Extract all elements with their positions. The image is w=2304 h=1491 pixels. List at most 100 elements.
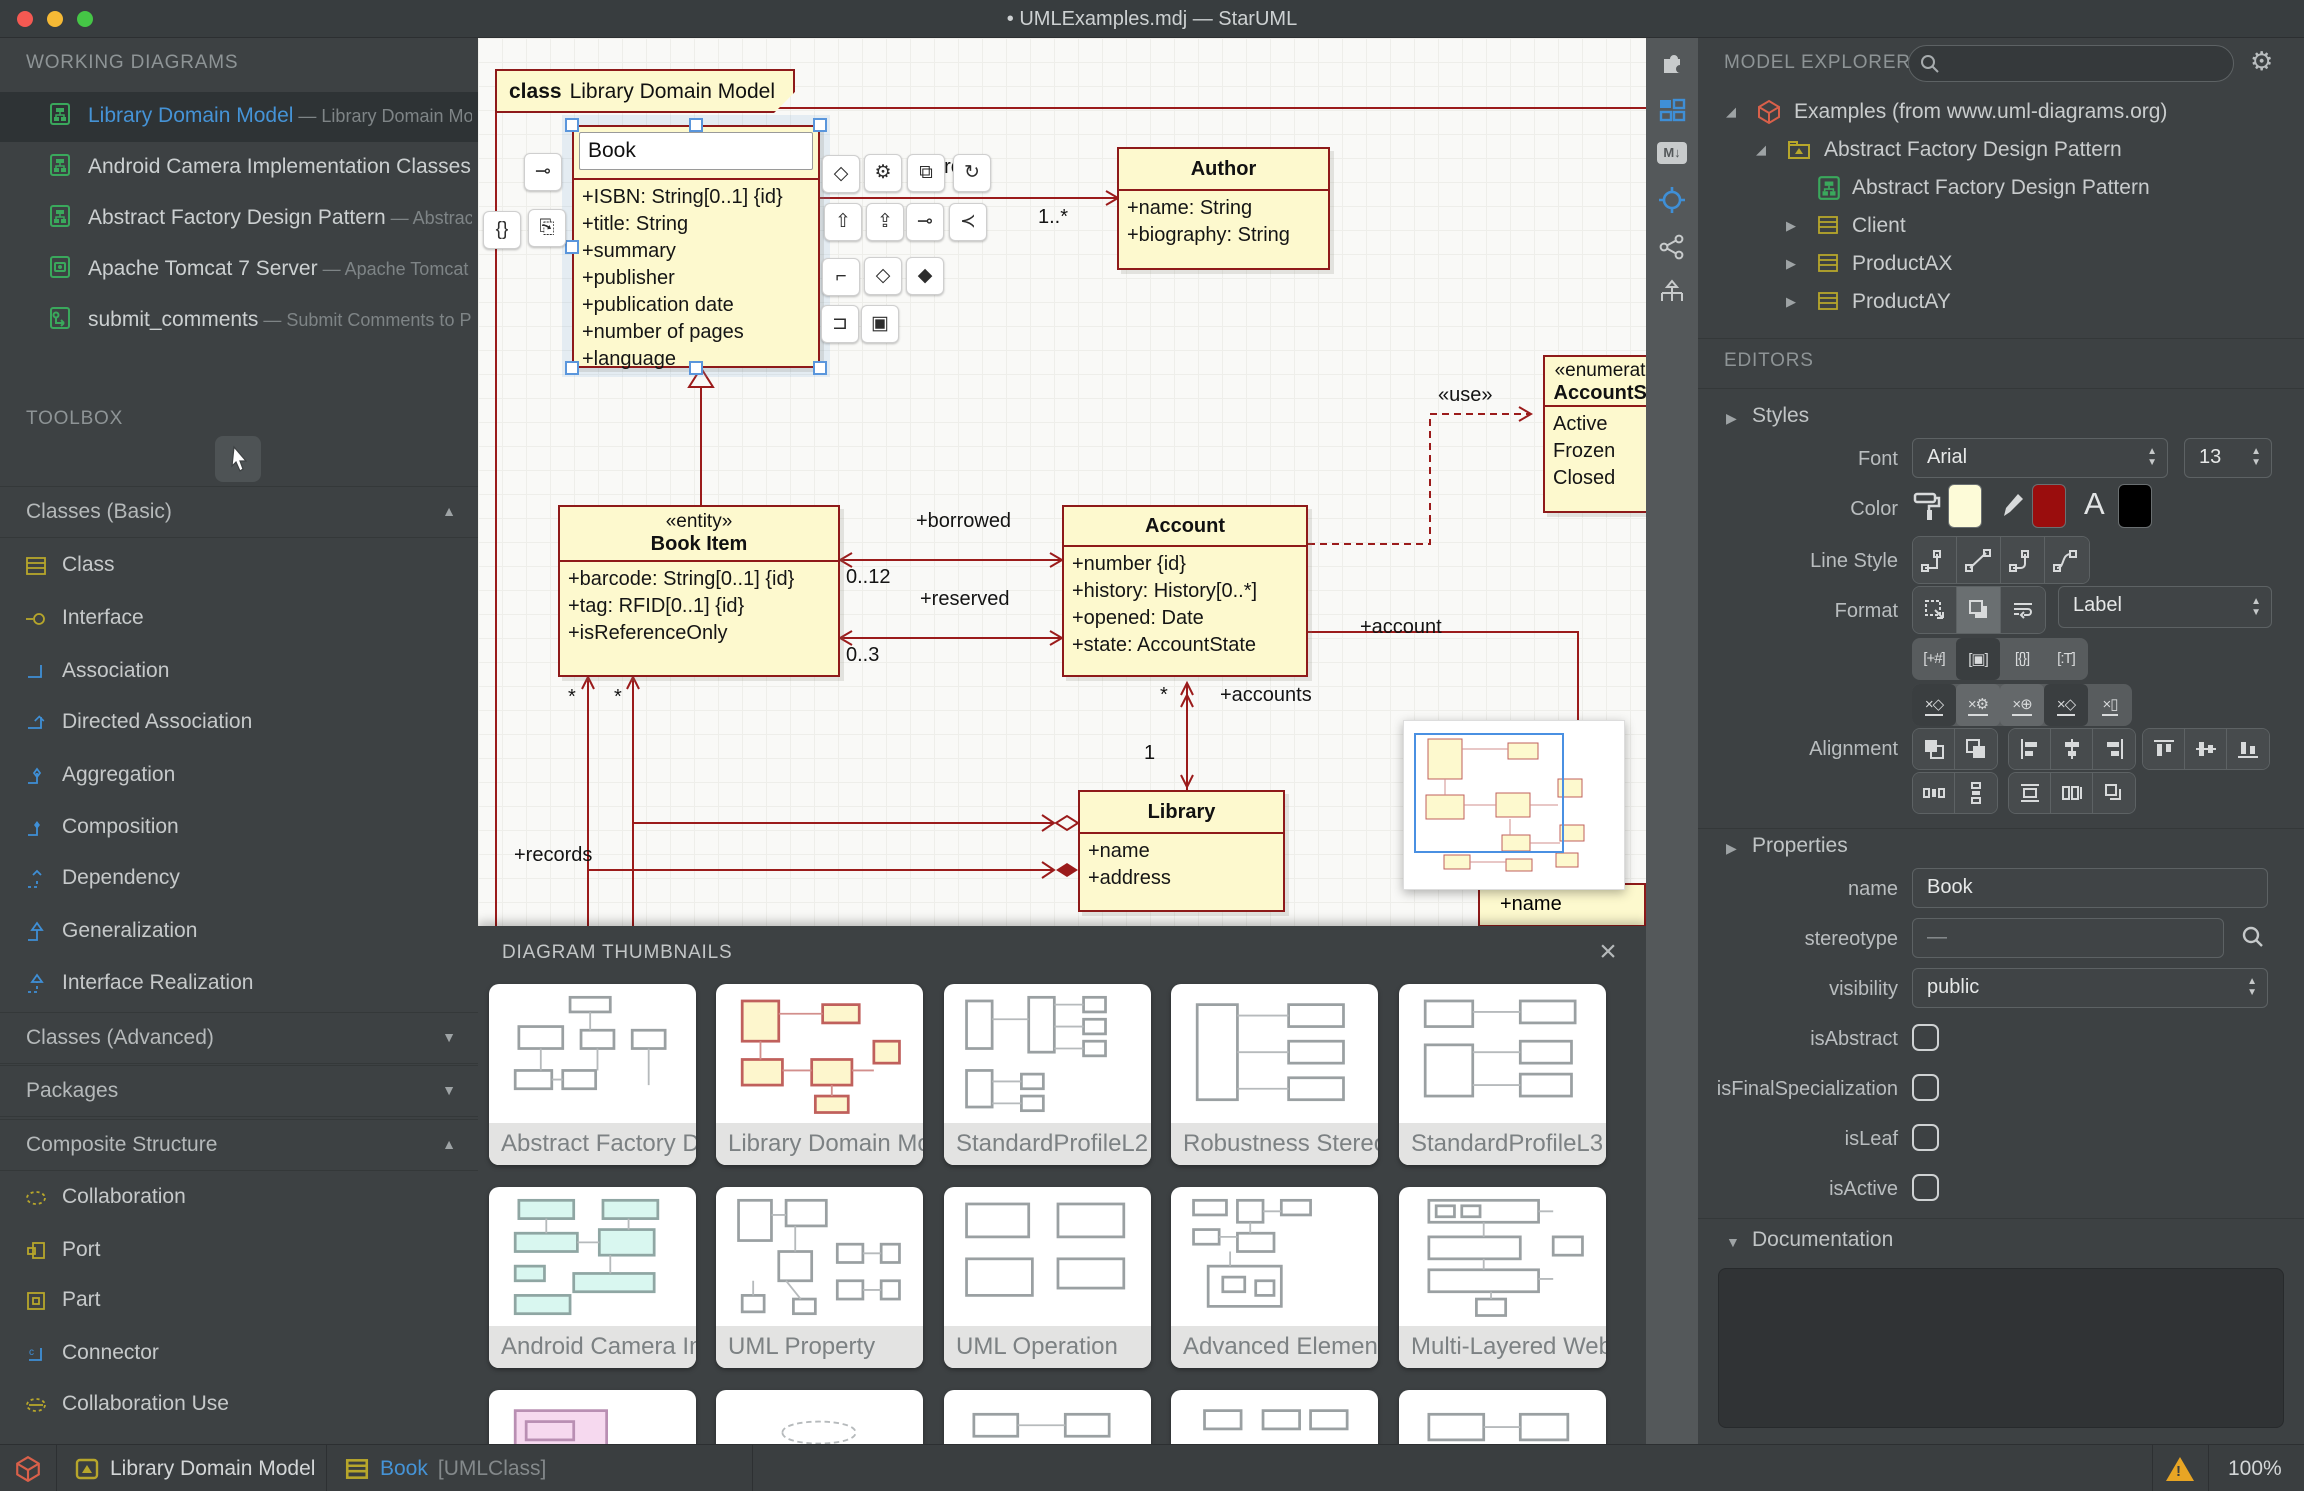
quick-socket-button[interactable]: ≺ — [949, 203, 987, 241]
format-word-wrap-button[interactable] — [2001, 587, 2045, 633]
working-diagram-abstract-factory[interactable]: Abstract Factory Design Pattern — Abstra… — [0, 194, 478, 244]
tree-item-abstract-factory-package[interactable]: ◢ Abstract Factory Design Pattern — [1698, 132, 2304, 170]
class-library[interactable]: Library +name +address — [1078, 790, 1285, 912]
line-color-swatch[interactable] — [2032, 484, 2066, 528]
send-to-back-button[interactable] — [1913, 729, 1955, 769]
tree-item-client[interactable]: ▶ Client — [1698, 208, 2304, 246]
format-autoresize-button[interactable] — [1913, 587, 1957, 633]
markdown-icon[interactable]: M↓ — [1646, 131, 1698, 175]
align-top-button[interactable] — [2143, 729, 2185, 769]
association-label-records[interactable]: +records — [514, 844, 592, 867]
class-book-item[interactable]: «entity» Book Item +barcode: String[0..1… — [558, 505, 840, 677]
documentation-expander-icon[interactable]: ▼ — [1726, 1234, 1740, 1250]
tool-association[interactable]: Association — [0, 646, 478, 698]
status-tab-diagram[interactable]: Library Domain Model — [74, 1445, 315, 1491]
line-style-direct-button[interactable] — [1957, 537, 2001, 583]
show-visibility-button[interactable]: [+#] — [1912, 638, 1956, 680]
tool-directed-association[interactable]: Directed Association — [0, 697, 478, 749]
quick-composition-button[interactable]: ◆ — [906, 257, 944, 295]
gear-icon[interactable]: ⚙ — [2250, 46, 2273, 77]
quick-add-interface-button[interactable]: ⊸ — [524, 153, 562, 191]
model-explorer-search-input[interactable] — [1908, 45, 2234, 82]
tool-connector[interactable]: c Connector — [0, 1328, 478, 1380]
quick-interface-button[interactable]: ⊸ — [906, 203, 944, 241]
font-color-swatch[interactable] — [2118, 484, 2152, 528]
extensions-icon[interactable] — [1646, 41, 1698, 85]
resize-handle[interactable] — [565, 361, 579, 375]
hierarchy-icon[interactable] — [1646, 270, 1698, 314]
bring-to-front-button[interactable] — [1955, 729, 1997, 769]
quick-generalization-button[interactable]: ⇧ — [824, 203, 862, 241]
validation-warning-icon[interactable]: ! — [2166, 1445, 2194, 1491]
same-height-button[interactable] — [2009, 773, 2051, 813]
tool-composition[interactable]: Composition — [0, 802, 478, 854]
toolbox-section-packages[interactable]: Packages ▼ — [0, 1065, 478, 1117]
minimap[interactable] — [1403, 720, 1625, 890]
toolbox-section-composite-structure[interactable]: Composite Structure ▲ — [0, 1119, 478, 1171]
minimap-viewport[interactable] — [1414, 733, 1564, 853]
quick-add-constraint-button[interactable]: {} — [483, 211, 521, 249]
fill-color-swatch[interactable] — [1948, 484, 1982, 528]
multiplicity-wrote[interactable]: 1..* — [1038, 206, 1068, 229]
thumbnail-library-domain-model[interactable]: Library Domain Model — [716, 984, 923, 1165]
project-status-icon[interactable] — [14, 1445, 42, 1491]
association-label-accounts[interactable]: +accounts — [1220, 684, 1312, 707]
class-account[interactable]: Account +number {id} +history: History[0… — [1062, 505, 1308, 677]
suppress-attributes-button[interactable]: ×◇ — [1912, 684, 1956, 726]
multiplicity-star[interactable]: * — [568, 686, 576, 709]
quick-directed-button[interactable]: ⊐ — [821, 305, 859, 343]
tree-expanded-icon[interactable]: ◢ — [1756, 142, 1766, 158]
toolbox-section-classes-advanced[interactable]: Classes (Advanced) ▼ — [0, 1012, 478, 1064]
thumbnail-standardprofilel3[interactable]: StandardProfileL3 — [1399, 984, 1606, 1165]
tool-interface[interactable]: Interface — [0, 593, 478, 645]
resize-handle[interactable] — [813, 361, 827, 375]
tree-expanded-icon[interactable]: ◢ — [1726, 104, 1736, 120]
isactive-checkbox[interactable] — [1912, 1174, 1939, 1201]
show-type-button[interactable]: [:T] — [2044, 638, 2088, 680]
multiplicity-borrowed[interactable]: 0..12 — [846, 566, 890, 589]
tree-item-productay[interactable]: ▶ ProductAY — [1698, 284, 2304, 322]
documentation-textarea[interactable] — [1718, 1268, 2284, 1428]
show-namespace-button[interactable]: [▣] — [1956, 638, 2000, 680]
thumbnail-partial-1[interactable] — [489, 1390, 696, 1444]
same-width-button[interactable] — [2051, 773, 2093, 813]
quick-add-note-button[interactable]: ⎘ — [528, 209, 566, 247]
dependency-label-use[interactable]: «use» — [1438, 384, 1493, 407]
suppress-operations-button[interactable]: ×⚙ — [1956, 684, 2000, 726]
suppress-literals-button[interactable]: ×◇ — [2044, 684, 2088, 726]
thumbnail-standardprofilel2[interactable]: StandardProfileL2 — [944, 984, 1151, 1165]
thumbnail-advanced-elements[interactable]: Advanced Elements — [1171, 1187, 1378, 1368]
thumbnail-uml-property[interactable]: UML Property — [716, 1187, 923, 1368]
same-size-button[interactable] — [2093, 773, 2135, 813]
resize-handle[interactable] — [813, 118, 827, 132]
format-show-shadow-button[interactable] — [1957, 587, 2001, 633]
thumbnail-abstract-factory[interactable]: Abstract Factory Desig — [489, 984, 696, 1165]
association-label-borrowed[interactable]: +borrowed — [916, 510, 1011, 533]
thumbnail-android-camera[interactable]: Android Camera Impler — [489, 1187, 696, 1368]
tree-collapsed-icon[interactable]: ▶ — [1786, 256, 1796, 272]
close-icon[interactable]: × — [1590, 934, 1626, 970]
resize-handle[interactable] — [565, 118, 579, 132]
font-family-select[interactable]: Arial ▲▼ — [1912, 438, 2168, 478]
align-middle-button[interactable] — [2185, 729, 2227, 769]
suppress-receptions-button[interactable]: ×⊕ — [2000, 684, 2044, 726]
stereotype-search-icon[interactable] — [2240, 924, 2266, 955]
thumbnail-partial-5[interactable] — [1399, 1390, 1606, 1444]
show-property-button[interactable]: [{}] — [2000, 638, 2044, 680]
line-style-curve-button[interactable] — [2045, 537, 2089, 583]
tree-item-abstract-factory-diagram[interactable]: Abstract Factory Design Pattern — [1698, 170, 2304, 208]
tool-interface-realization[interactable]: Interface Realization — [0, 958, 478, 1010]
working-diagram-android-camera[interactable]: Android Camera Implementation Classes — — [0, 143, 478, 193]
multiplicity-accounts-star[interactable]: * — [1160, 684, 1168, 707]
tool-generalization[interactable]: Generalization — [0, 906, 478, 958]
thumbnail-partial-3[interactable] — [944, 1390, 1151, 1444]
quick-auto-layout-button[interactable]: ↻ — [953, 154, 991, 192]
diagram-thumbnails-icon[interactable] — [1646, 88, 1698, 132]
space-evenly-vertical-button[interactable] — [1955, 773, 1997, 813]
font-size-spinner[interactable]: 13 ▲▼ — [2184, 438, 2272, 478]
align-right-button[interactable] — [2093, 729, 2135, 769]
multiplicity-reserved[interactable]: 0..3 — [846, 644, 879, 667]
diagram-canvas[interactable]: classLibrary Domain Model +wrote 1..* +b… — [478, 38, 1646, 1444]
multiplicity-library-one[interactable]: 1 — [1144, 742, 1155, 765]
isabstract-checkbox[interactable] — [1912, 1024, 1939, 1051]
